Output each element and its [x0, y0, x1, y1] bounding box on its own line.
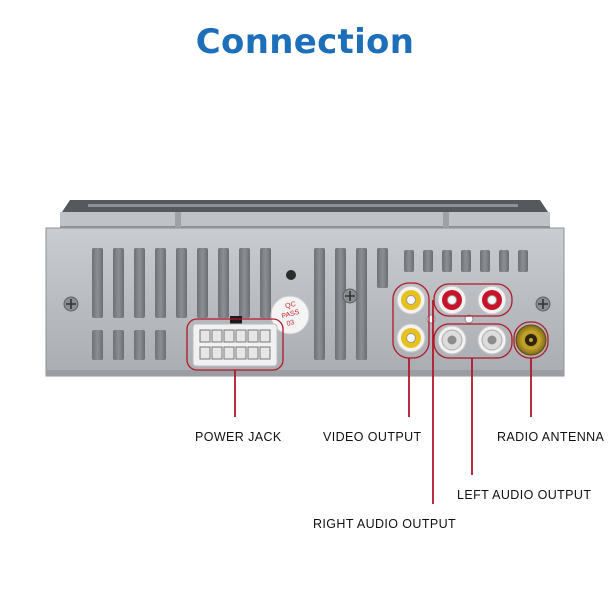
radio-antenna-jack: [515, 324, 547, 356]
video-output-callout: [392, 282, 430, 359]
rca-jack-white: [437, 325, 467, 355]
rca-jack-video-yellow: [396, 323, 426, 353]
video-output-label: VIDEO OUTPUT: [323, 430, 422, 444]
rca-jack-white: [477, 325, 507, 355]
indicator-dot: [464, 314, 474, 324]
panel-bottom-edge: [46, 370, 564, 376]
vent-slots-middle: [314, 248, 388, 360]
power-jack-connector: [192, 316, 278, 367]
rca-jack-red: [477, 285, 507, 315]
rca-jack-video-yellow: [396, 285, 426, 315]
qc-pass-sticker: QC PASS 03: [270, 295, 310, 335]
leader-lines: [234, 300, 532, 504]
left-audio-callout: [433, 323, 513, 359]
qc-stamp-line2: PASS: [281, 309, 301, 321]
power-jack-label: POWER JACK: [195, 430, 282, 444]
right-audio-callout: [433, 283, 513, 317]
panel-hole: [286, 270, 296, 280]
screw-icon: [63, 296, 79, 312]
vent-slots-left: [92, 248, 271, 360]
diagram-title: Connection: [195, 22, 415, 62]
right-audio-output-label: RIGHT AUDIO OUTPUT: [313, 517, 457, 531]
radio-antenna-label: RADIO ANTENNA: [497, 430, 605, 444]
screw-icon: [535, 296, 551, 312]
vent-slots-right: [404, 250, 528, 272]
left-audio-output-label: LEFT AUDIO OUTPUT: [457, 488, 592, 502]
screw-icon: [342, 288, 358, 304]
qc-stamp-line1: QC: [285, 301, 297, 310]
unit-top-casing: [60, 200, 550, 228]
qc-stamp-line3: 03: [286, 319, 295, 328]
rca-jack-red: [437, 285, 467, 315]
